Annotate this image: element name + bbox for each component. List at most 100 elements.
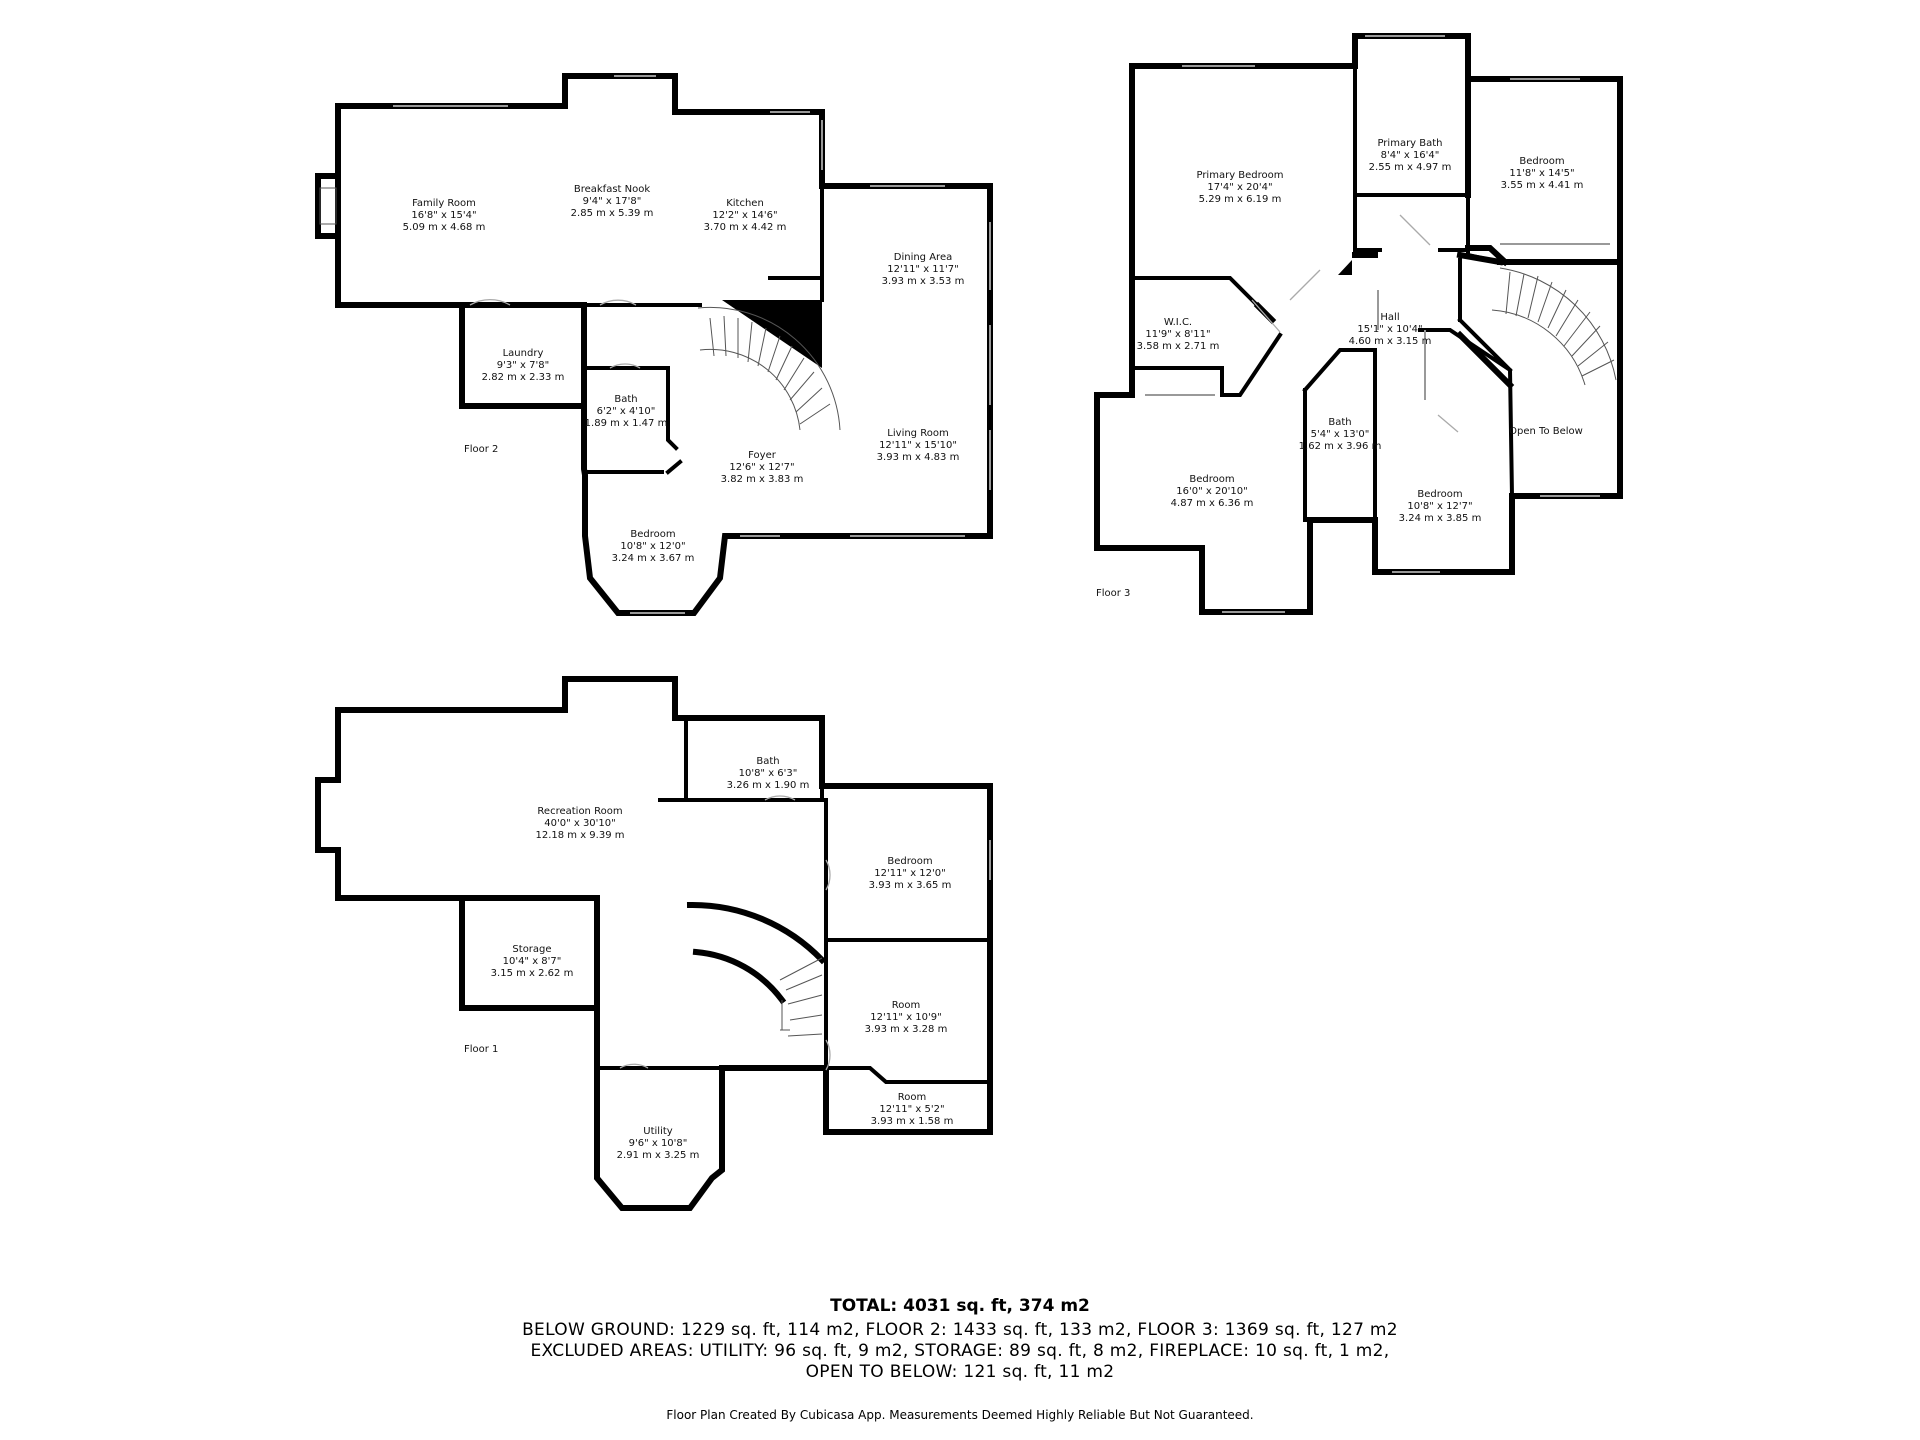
room-dimensions-imperial: 40'0" x 30'10" — [544, 818, 616, 829]
room-dimensions-metric: 3.55 m x 4.41 m — [1501, 180, 1584, 191]
room-storage: Storage 10'4" x 8'7" 3.15 m x 2.62 m — [491, 944, 574, 979]
room-dimensions-metric: 1.62 m x 3.96 m — [1299, 441, 1382, 452]
room-breakfast-nook: Breakfast Nook 9'4" x 17'8" 2.85 m x 5.3… — [571, 184, 654, 219]
room-dimensions-imperial: 16'0" x 20'10" — [1176, 486, 1248, 497]
room-recreation-room: Recreation Room 40'0" x 30'10" 12.18 m x… — [535, 806, 624, 841]
floor-2-doors — [469, 298, 641, 369]
floor-2-label: Floor 2 — [464, 444, 498, 455]
room-dimensions-imperial: 12'11" x 5'2" — [879, 1104, 944, 1115]
floor-1-plan: Floor 1 Bath 10'8" x 6'3" 3.26 m x 1.90 … — [315, 676, 993, 1211]
fireplace — [315, 173, 341, 239]
room-dimensions-metric: 3.93 m x 3.65 m — [869, 880, 952, 891]
room-name: Primary Bedroom — [1196, 170, 1283, 181]
room-dimensions-imperial: 12'11" x 15'10" — [879, 440, 957, 451]
total-value: 4031 sq. ft, 374 m2 — [903, 1296, 1090, 1316]
room-dimensions-imperial: 15'1" x 10'4" — [1357, 324, 1422, 335]
room-laundry: Laundry 9'3" x 7'8" 2.82 m x 2.33 m — [482, 348, 565, 383]
room-dimensions-metric: 4.60 m x 3.15 m — [1349, 336, 1432, 347]
room-dimensions-metric: 3.24 m x 3.85 m — [1399, 513, 1482, 524]
room-dimensions-metric: 3.15 m x 2.62 m — [491, 968, 574, 979]
total-label: TOTAL: — [830, 1296, 898, 1316]
room-name: Open To Below — [1509, 426, 1583, 437]
room-name: Utility — [643, 1126, 672, 1137]
area-summary-line-3: OPEN TO BELOW: 121 sq. ft, 11 m2 — [805, 1362, 1115, 1382]
room-dimensions-imperial: 6'2" x 4'10" — [597, 406, 656, 417]
room-foyer: Foyer 12'6" x 12'7" 3.82 m x 3.83 m — [721, 450, 804, 485]
room-family-room: Family Room 16'8" x 15'4" 5.09 m x 4.68 … — [403, 198, 486, 233]
room-dimensions-metric: 2.91 m x 3.25 m — [617, 1150, 700, 1161]
room-dimensions-imperial: 12'11" x 10'9" — [870, 1012, 942, 1023]
room-name: Laundry — [503, 348, 544, 359]
credit-disclaimer: Floor Plan Created By Cubicasa App. Meas… — [666, 1408, 1254, 1422]
area-summary-total: TOTAL: 4031 sq. ft, 374 m2 — [0, 1296, 1920, 1316]
room-walk-in-closet: W.I.C. 11'9" x 8'11" 3.58 m x 2.71 m — [1137, 317, 1220, 352]
room-name: Bath — [1328, 417, 1351, 428]
room-dimensions-metric: 3.26 m x 1.90 m — [727, 780, 810, 791]
floor-3-hall-walls — [1253, 76, 1623, 390]
room-name: Dining Area — [894, 252, 952, 263]
room-dimensions-metric: 2.82 m x 2.33 m — [482, 372, 565, 383]
room-room-large: Room 12'11" x 10'9" 3.93 m x 3.28 m — [865, 1000, 948, 1035]
room-dimensions-metric: 2.85 m x 5.39 m — [571, 208, 654, 219]
room-primary-bedroom: Primary Bedroom 17'4" x 20'4" 5.29 m x 6… — [1196, 170, 1283, 205]
room-dimensions-metric: 5.29 m x 6.19 m — [1199, 194, 1282, 205]
room-dimensions-imperial: 8'4" x 16'4" — [1381, 150, 1440, 161]
room-dimensions-imperial: 10'4" x 8'7" — [503, 956, 562, 967]
room-dimensions-metric: 1.89 m x 1.47 m — [585, 418, 668, 429]
room-dimensions-imperial: 11'8" x 14'5" — [1509, 168, 1574, 179]
room-dimensions-metric: 3.58 m x 2.71 m — [1137, 341, 1220, 352]
room-hall: Hall 15'1" x 10'4" 4.60 m x 3.15 m — [1349, 312, 1432, 347]
room-bedroom-west: Bedroom 16'0" x 20'10" 4.87 m x 6.36 m — [1171, 474, 1254, 509]
area-open-to-below: Open To Below — [1509, 426, 1583, 437]
room-name: Room — [898, 1092, 926, 1103]
room-bath: Bath 6'2" x 4'10" 1.89 m x 1.47 m — [585, 394, 668, 429]
room-name: W.I.C. — [1164, 317, 1192, 328]
room-dimensions-imperial: 9'6" x 10'8" — [629, 1138, 688, 1149]
room-dimensions-imperial: 17'4" x 20'4" — [1207, 182, 1272, 193]
room-dimensions-imperial: 10'8" x 6'3" — [739, 768, 798, 779]
room-name: Primary Bath — [1377, 138, 1442, 149]
room-dimensions-metric: 5.09 m x 4.68 m — [403, 222, 486, 233]
room-name: Family Room — [412, 198, 476, 209]
room-bath: Bath 10'8" x 6'3" 3.26 m x 1.90 m — [727, 756, 810, 791]
room-utility: Utility 9'6" x 10'8" 2.91 m x 3.25 m — [617, 1126, 700, 1161]
room-bedroom: Bedroom 10'8" x 12'0" 3.24 m x 3.67 m — [612, 529, 695, 564]
room-name: Recreation Room — [537, 806, 622, 817]
floor-2-stair-void — [722, 300, 822, 368]
room-dimensions-imperial: 16'8" x 15'4" — [411, 210, 476, 221]
floor-3-plan: Floor 3 Primary Bedroom 17'4" x 20'4" 5.… — [1094, 33, 1623, 615]
room-dimensions-imperial: 5'4" x 13'0" — [1311, 429, 1370, 440]
floor-3-windows — [1145, 35, 1610, 613]
floor-3-label: Floor 3 — [1096, 588, 1130, 599]
room-name: Living Room — [887, 428, 948, 439]
room-name: Storage — [512, 944, 551, 955]
room-dimensions-imperial: 10'8" x 12'7" — [1407, 501, 1472, 512]
room-dimensions-metric: 3.93 m x 1.58 m — [871, 1116, 954, 1127]
room-kitchen: Kitchen 12'2" x 14'6" 3.70 m x 4.42 m — [704, 198, 787, 233]
room-dimensions-metric: 4.87 m x 6.36 m — [1171, 498, 1254, 509]
floor-2-spiral-stair — [697, 306, 841, 431]
room-dimensions-imperial: 12'2" x 14'6" — [712, 210, 777, 221]
room-name: Foyer — [748, 450, 777, 461]
storage-walls — [459, 895, 600, 1011]
room-primary-bath: Primary Bath 8'4" x 16'4" 2.55 m x 4.97 … — [1369, 138, 1452, 173]
floor-2-interior-walls — [582, 184, 824, 475]
room-name: Bedroom — [630, 529, 675, 540]
room-dimensions-imperial: 12'11" x 12'0" — [874, 868, 946, 879]
room-dimensions-metric: 3.70 m x 4.42 m — [704, 222, 787, 233]
floor-2-plan: Floor 2 Family Room 16'8" x 15'4" 5.09 m… — [315, 73, 993, 616]
room-dimensions-metric: 3.24 m x 3.67 m — [612, 553, 695, 564]
floor-1-interior-walls — [595, 716, 992, 1134]
floor-1-label: Floor 1 — [464, 1044, 498, 1055]
room-name: Bedroom — [1519, 156, 1564, 167]
room-living-room: Living Room 12'11" x 15'10" 3.93 m x 4.8… — [877, 428, 960, 463]
room-dimensions-imperial: 11'9" x 8'11" — [1145, 329, 1210, 340]
room-room-small: Room 12'11" x 5'2" 3.93 m x 1.58 m — [871, 1092, 954, 1127]
room-bath: Bath 5'4" x 13'0" 1.62 m x 3.96 m — [1299, 417, 1382, 452]
area-summary-line-2: EXCLUDED AREAS: UTILITY: 96 sq. ft, 9 m2… — [530, 1341, 1390, 1361]
room-name: Hall — [1380, 312, 1399, 323]
floor-1-spiral-stair — [686, 901, 827, 1037]
room-dimensions-imperial: 9'4" x 17'8" — [583, 196, 642, 207]
floor-3-stair-void — [1338, 260, 1352, 275]
